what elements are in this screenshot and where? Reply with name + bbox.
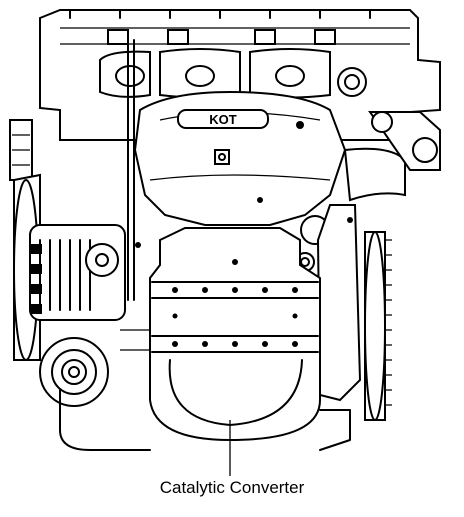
heat-shield: KOT [133, 90, 347, 226]
right-accessories [295, 111, 441, 402]
flange-bolts [172, 259, 298, 347]
flywheel [364, 231, 392, 421]
alternator [29, 224, 126, 321]
idler-pulley [39, 337, 109, 407]
catalytic-converter-label: Catalytic Converter [159, 478, 305, 497]
lower-block [59, 217, 353, 451]
catalytic-converter-body [149, 227, 321, 442]
left-accessories [9, 39, 135, 361]
intake-runners [99, 48, 367, 99]
shield-plate-lettering: KOT [209, 112, 237, 127]
